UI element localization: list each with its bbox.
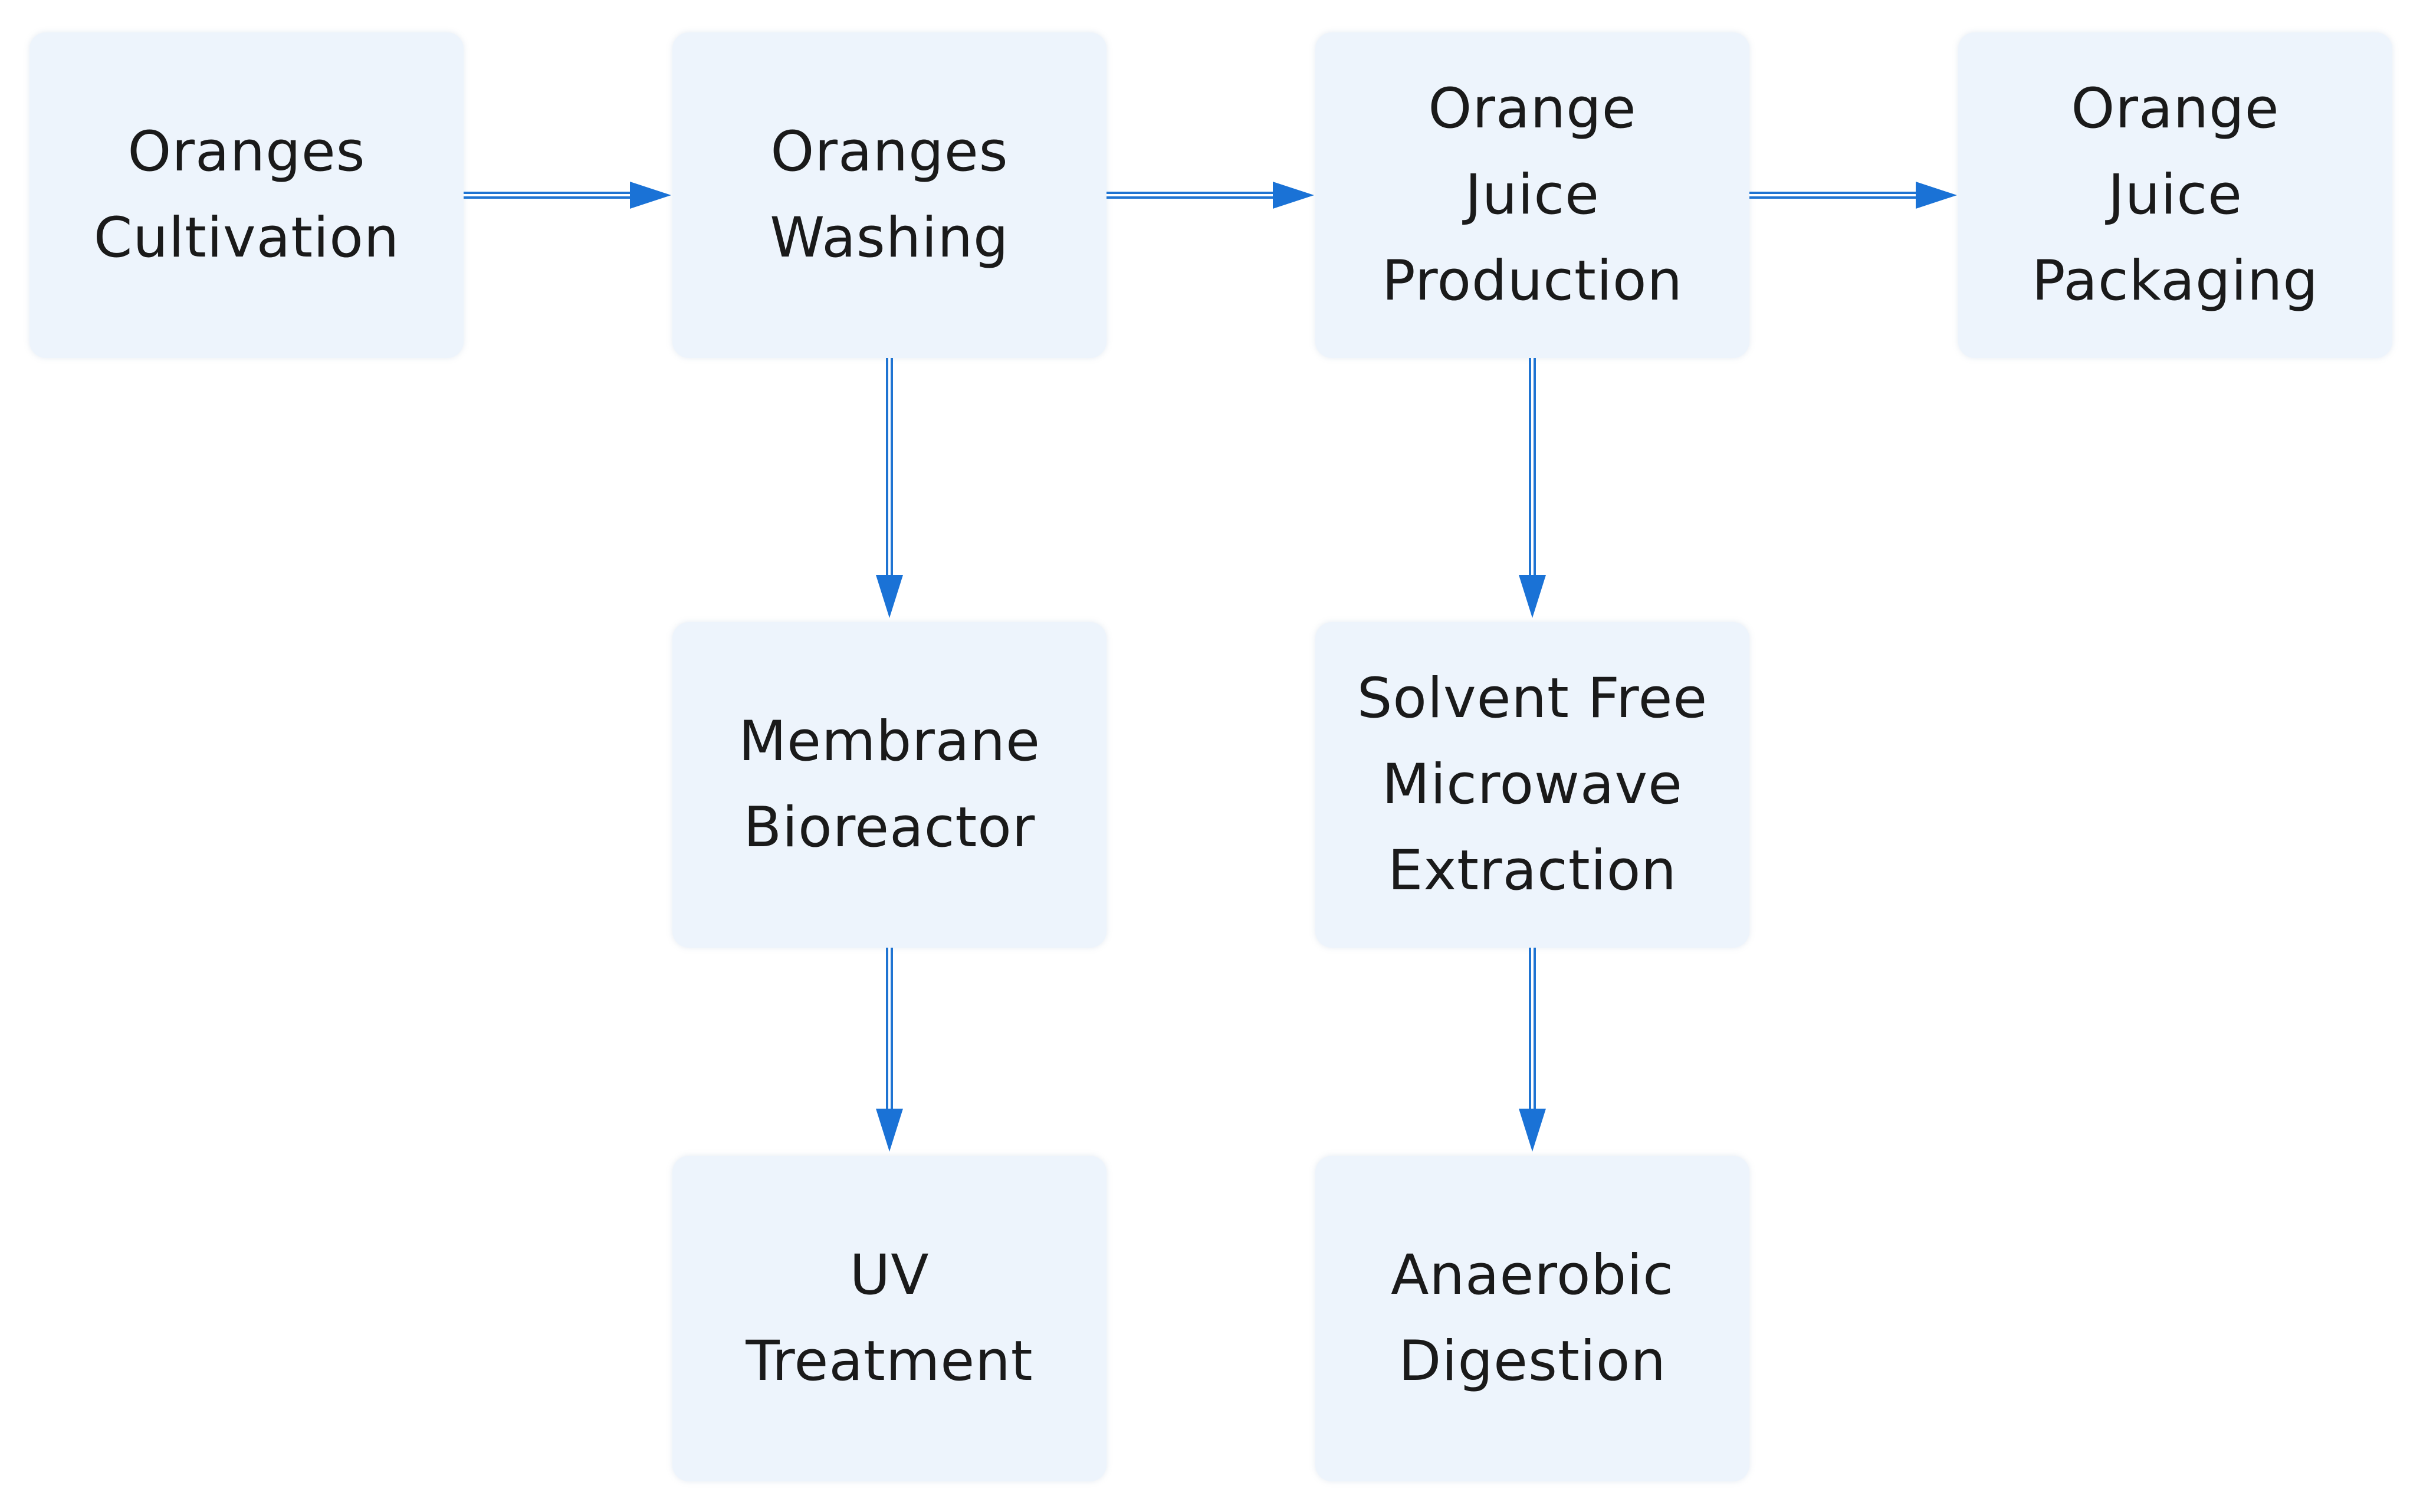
node-label: Orange Juice Production <box>1381 77 1683 313</box>
node-oranges-washing: Oranges Washing <box>672 32 1107 358</box>
node-label: Oranges Washing <box>770 120 1009 270</box>
arrow-production-to-extraction <box>1519 358 1546 618</box>
arrow-washing-to-bioreactor <box>876 358 903 618</box>
node-membrane-bioreactor: Membrane Bioreactor <box>672 622 1107 948</box>
arrow-washing-to-production <box>1107 182 1314 209</box>
arrow-extraction-to-digestion <box>1519 948 1546 1152</box>
node-label: Oranges Cultivation <box>93 120 400 270</box>
node-solvent-free-microwave-extraction: Solvent Free Microwave Extraction <box>1315 622 1749 948</box>
node-uv-treatment: UV Treatment <box>672 1156 1107 1481</box>
node-label: Anaerobic Digestion <box>1391 1243 1674 1393</box>
node-label: Orange Juice Packaging <box>2031 77 2319 313</box>
arrow-production-to-packaging <box>1749 182 1957 209</box>
node-anaerobic-digestion: Anaerobic Digestion <box>1315 1156 1749 1481</box>
node-label: Solvent Free Microwave Extraction <box>1357 666 1708 903</box>
node-orange-juice-production: Orange Juice Production <box>1315 32 1749 358</box>
node-orange-juice-packaging: Orange Juice Packaging <box>1958 32 2392 358</box>
arrow-bioreactor-to-uv <box>876 948 903 1152</box>
arrow-cultivation-to-washing <box>464 182 671 209</box>
node-label: Membrane Bioreactor <box>738 709 1040 860</box>
node-label: UV Treatment <box>746 1243 1033 1393</box>
node-oranges-cultivation: Oranges Cultivation <box>29 32 464 358</box>
